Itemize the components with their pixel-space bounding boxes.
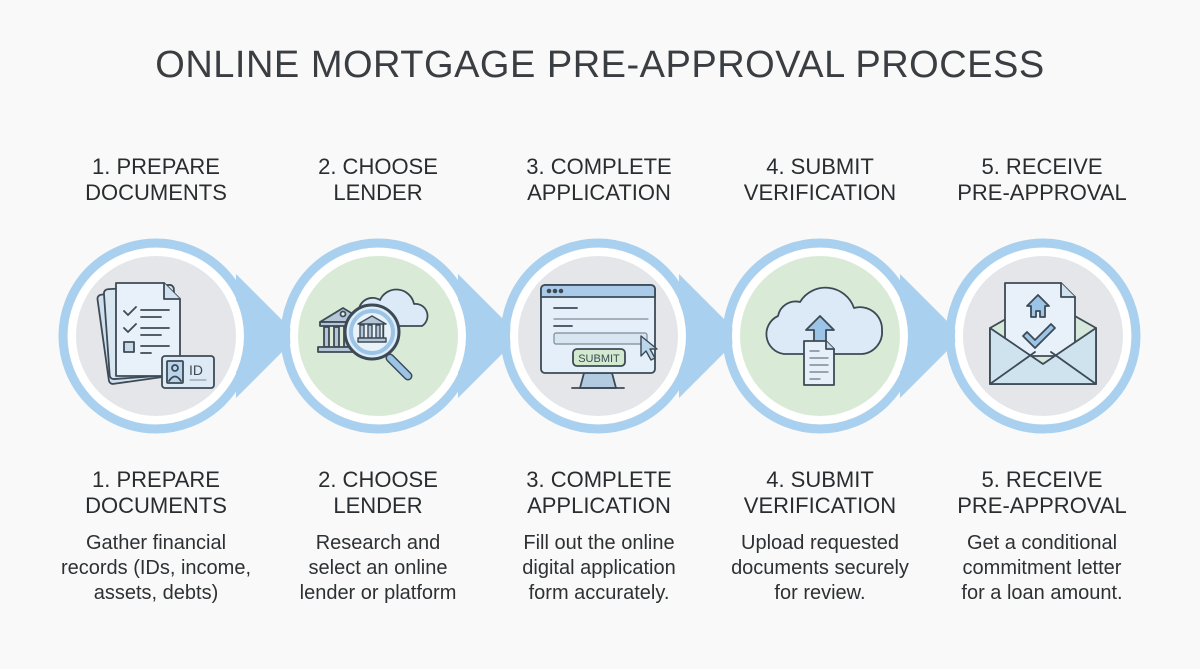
connector-arrows (236, 274, 962, 398)
step-5-circle (950, 243, 1136, 429)
documents-checklist-id-card-icon (96, 282, 215, 389)
arrow-right-icon (458, 274, 520, 398)
cloud-upload-document-icon (765, 286, 883, 386)
submit-label: SUBMIT (578, 353, 620, 365)
bank-magnifier-cloud-icon (317, 288, 429, 381)
arrow-right-icon (236, 274, 298, 398)
step-2-circle (285, 243, 471, 429)
step-4-circle (727, 243, 913, 429)
id-label: ID (189, 362, 203, 378)
page-title: ONLINE MORTGAGE PRE-APPROVAL PROCESS (155, 44, 1045, 86)
arrow-right-icon (900, 274, 962, 398)
step-3-circle: SUBMIT (505, 243, 691, 429)
computer-form-submit-icon (540, 284, 658, 389)
arrow-right-icon (679, 274, 741, 398)
step-1-circle: ID (63, 243, 249, 429)
envelope-letter-house-check-icon (989, 282, 1097, 385)
